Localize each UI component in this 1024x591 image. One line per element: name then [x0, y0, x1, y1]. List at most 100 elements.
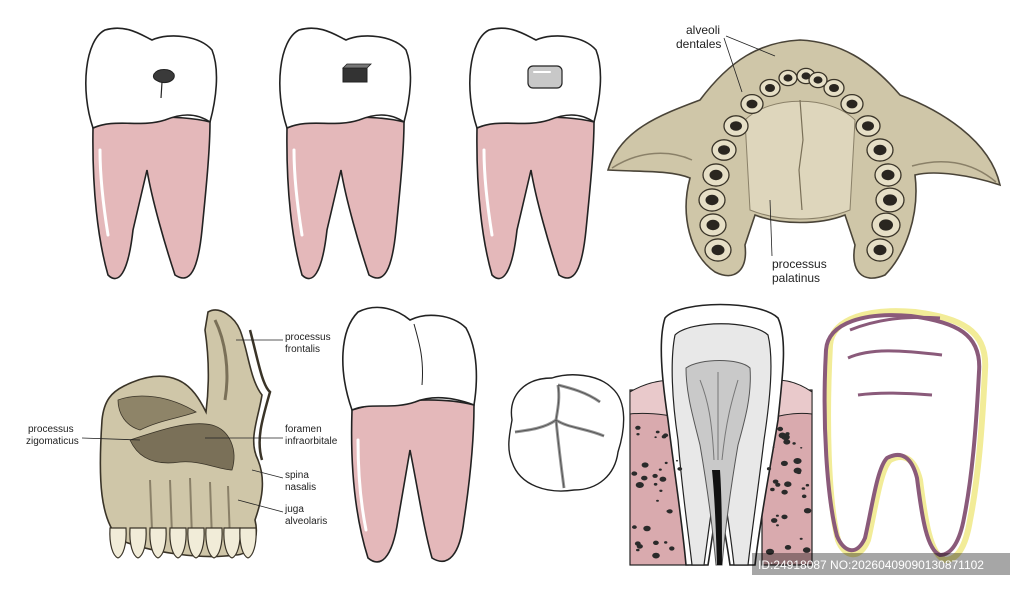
- leader-zigomaticus: [81, 437, 141, 441]
- cross-root-canal-dark: [712, 470, 722, 565]
- label-spina-1: spina: [285, 470, 309, 481]
- alveolus-hole-14: [873, 144, 887, 156]
- bone-spot-54: [636, 544, 643, 549]
- cross-nerves: [699, 372, 739, 461]
- alveolus-hole-7: [765, 84, 775, 92]
- bone-spot-3: [780, 460, 788, 466]
- cross-pulp: [685, 360, 751, 566]
- bone-spot-17: [792, 442, 796, 445]
- label-juga-1: juga: [284, 504, 304, 515]
- bone-spot-1: [775, 482, 781, 487]
- leader-spina: [251, 469, 284, 479]
- alveolus-hole-12: [883, 194, 897, 206]
- bone-spot-49: [778, 432, 787, 439]
- bone-spot-23: [776, 524, 779, 527]
- outline-tooth: [822, 308, 989, 564]
- label-zigomaticus-1: processus: [28, 424, 74, 435]
- bone-spot-21: [784, 481, 792, 488]
- watermark: 昵享网 www.nipic.cn ID:24918087 NO:20260409…: [10, 553, 1010, 583]
- label-foramen-2: infraorbitale: [285, 436, 338, 447]
- alveolus-hole-5: [730, 121, 742, 131]
- maxilla-shadow: [129, 423, 235, 471]
- bone-spot-51: [777, 426, 784, 432]
- maxilla-teeth: [109, 527, 257, 559]
- maxilla-tooth-3: [169, 527, 187, 559]
- leader-palatinus: [769, 199, 773, 257]
- label-foramen-1: foramen: [285, 424, 322, 435]
- leader-alveoli-1: [723, 37, 743, 93]
- bone-spot-15: [801, 487, 806, 490]
- label-processus-palatinus-2: palatinus: [772, 271, 820, 285]
- watermark-id-bar: [752, 553, 1010, 575]
- alveolus-hole-10: [873, 244, 887, 256]
- bone-spot-29: [793, 458, 802, 464]
- bone-spot-27: [766, 467, 772, 471]
- outline-tooth-cusp-3: [857, 391, 933, 397]
- tooth-with-filling: [469, 27, 602, 280]
- label-alveoli: alveoli: [686, 23, 720, 37]
- alveolus-hole-16: [846, 99, 858, 109]
- bone-spot-19: [781, 514, 788, 520]
- tooth-1-root: [92, 116, 211, 280]
- tooth-1-cavity: [152, 69, 175, 83]
- bone-spot-10: [664, 461, 668, 465]
- bone-spot-5: [775, 514, 779, 517]
- bone-spot-32: [653, 540, 659, 545]
- bone-spot-46: [632, 525, 637, 529]
- occlusal-fissures-line: [514, 384, 605, 489]
- bone-spot-39: [799, 537, 803, 540]
- bone-spot-52: [652, 473, 658, 478]
- label-processus-palatinus-1: processus: [772, 257, 827, 271]
- cross-section-bone-spots: [631, 425, 812, 559]
- palate-shadow-right: [911, 161, 997, 183]
- alveolus-hole-0: [711, 244, 725, 256]
- maxilla-labels: processus frontalis foramen infraorbital…: [26, 332, 338, 527]
- maxilla-edge-dark: [248, 329, 272, 461]
- leader-juga: [237, 499, 284, 513]
- label-processus-frontalis-2: frontalis: [285, 344, 320, 355]
- outline-tooth-purple: [822, 313, 982, 558]
- label-dentales: dentales: [676, 37, 721, 51]
- outline-tooth-cusp-1: [849, 315, 941, 332]
- maxilla-ridges: [149, 477, 231, 541]
- maxilla-tooth-7: [239, 527, 257, 559]
- bone-spot-20: [677, 467, 683, 471]
- tooth-4-root: [350, 399, 475, 563]
- watermark-url: www.nipic.cn: [86, 563, 213, 583]
- bone-spot-34: [675, 459, 679, 462]
- watermark-id: ID:24918087 NO:20260409090130871102: [758, 558, 984, 572]
- bone-spot-48: [666, 509, 671, 513]
- tooth-4-groove: [413, 323, 423, 386]
- alveolus-hole-4: [718, 145, 730, 155]
- maxilla-tooth-1: [129, 527, 147, 559]
- watermark-site-name: 昵享网: [10, 562, 61, 583]
- bone-spot-9: [772, 479, 779, 484]
- occlusal-view: [508, 374, 625, 492]
- palate-shadow-left: [611, 152, 693, 169]
- maxilla-bone: [99, 309, 272, 558]
- bone-spot-16: [659, 476, 667, 482]
- label-zigomaticus-2: zigomaticus: [26, 436, 79, 447]
- label-processus-frontalis-1: processus: [285, 332, 331, 343]
- bone-spot-56: [652, 552, 660, 559]
- palate-alveoli: [698, 67, 905, 262]
- alveolus-hole-18: [813, 76, 823, 84]
- alveolus-hole-3: [709, 169, 723, 181]
- bone-spot-14: [636, 548, 640, 552]
- tooth-with-decay: [85, 27, 218, 280]
- bone-spot-37: [800, 447, 803, 449]
- bone-spot-0: [656, 499, 659, 502]
- tooth-1-crown: [85, 27, 218, 130]
- bone-spot-36: [664, 541, 668, 544]
- bone-spot-30: [631, 471, 638, 476]
- bone-spot-57: [781, 489, 788, 495]
- tooth-2-cavity-prep: [342, 67, 368, 83]
- alveolus-hole-9: [801, 72, 811, 80]
- bone-spot-12: [658, 468, 662, 471]
- bone-spot-24: [643, 525, 651, 532]
- bone-spot-40: [655, 430, 660, 434]
- alveolus-hole-8: [783, 74, 793, 82]
- tooth-3-filling: [527, 65, 563, 89]
- bone-spot-53: [801, 494, 807, 499]
